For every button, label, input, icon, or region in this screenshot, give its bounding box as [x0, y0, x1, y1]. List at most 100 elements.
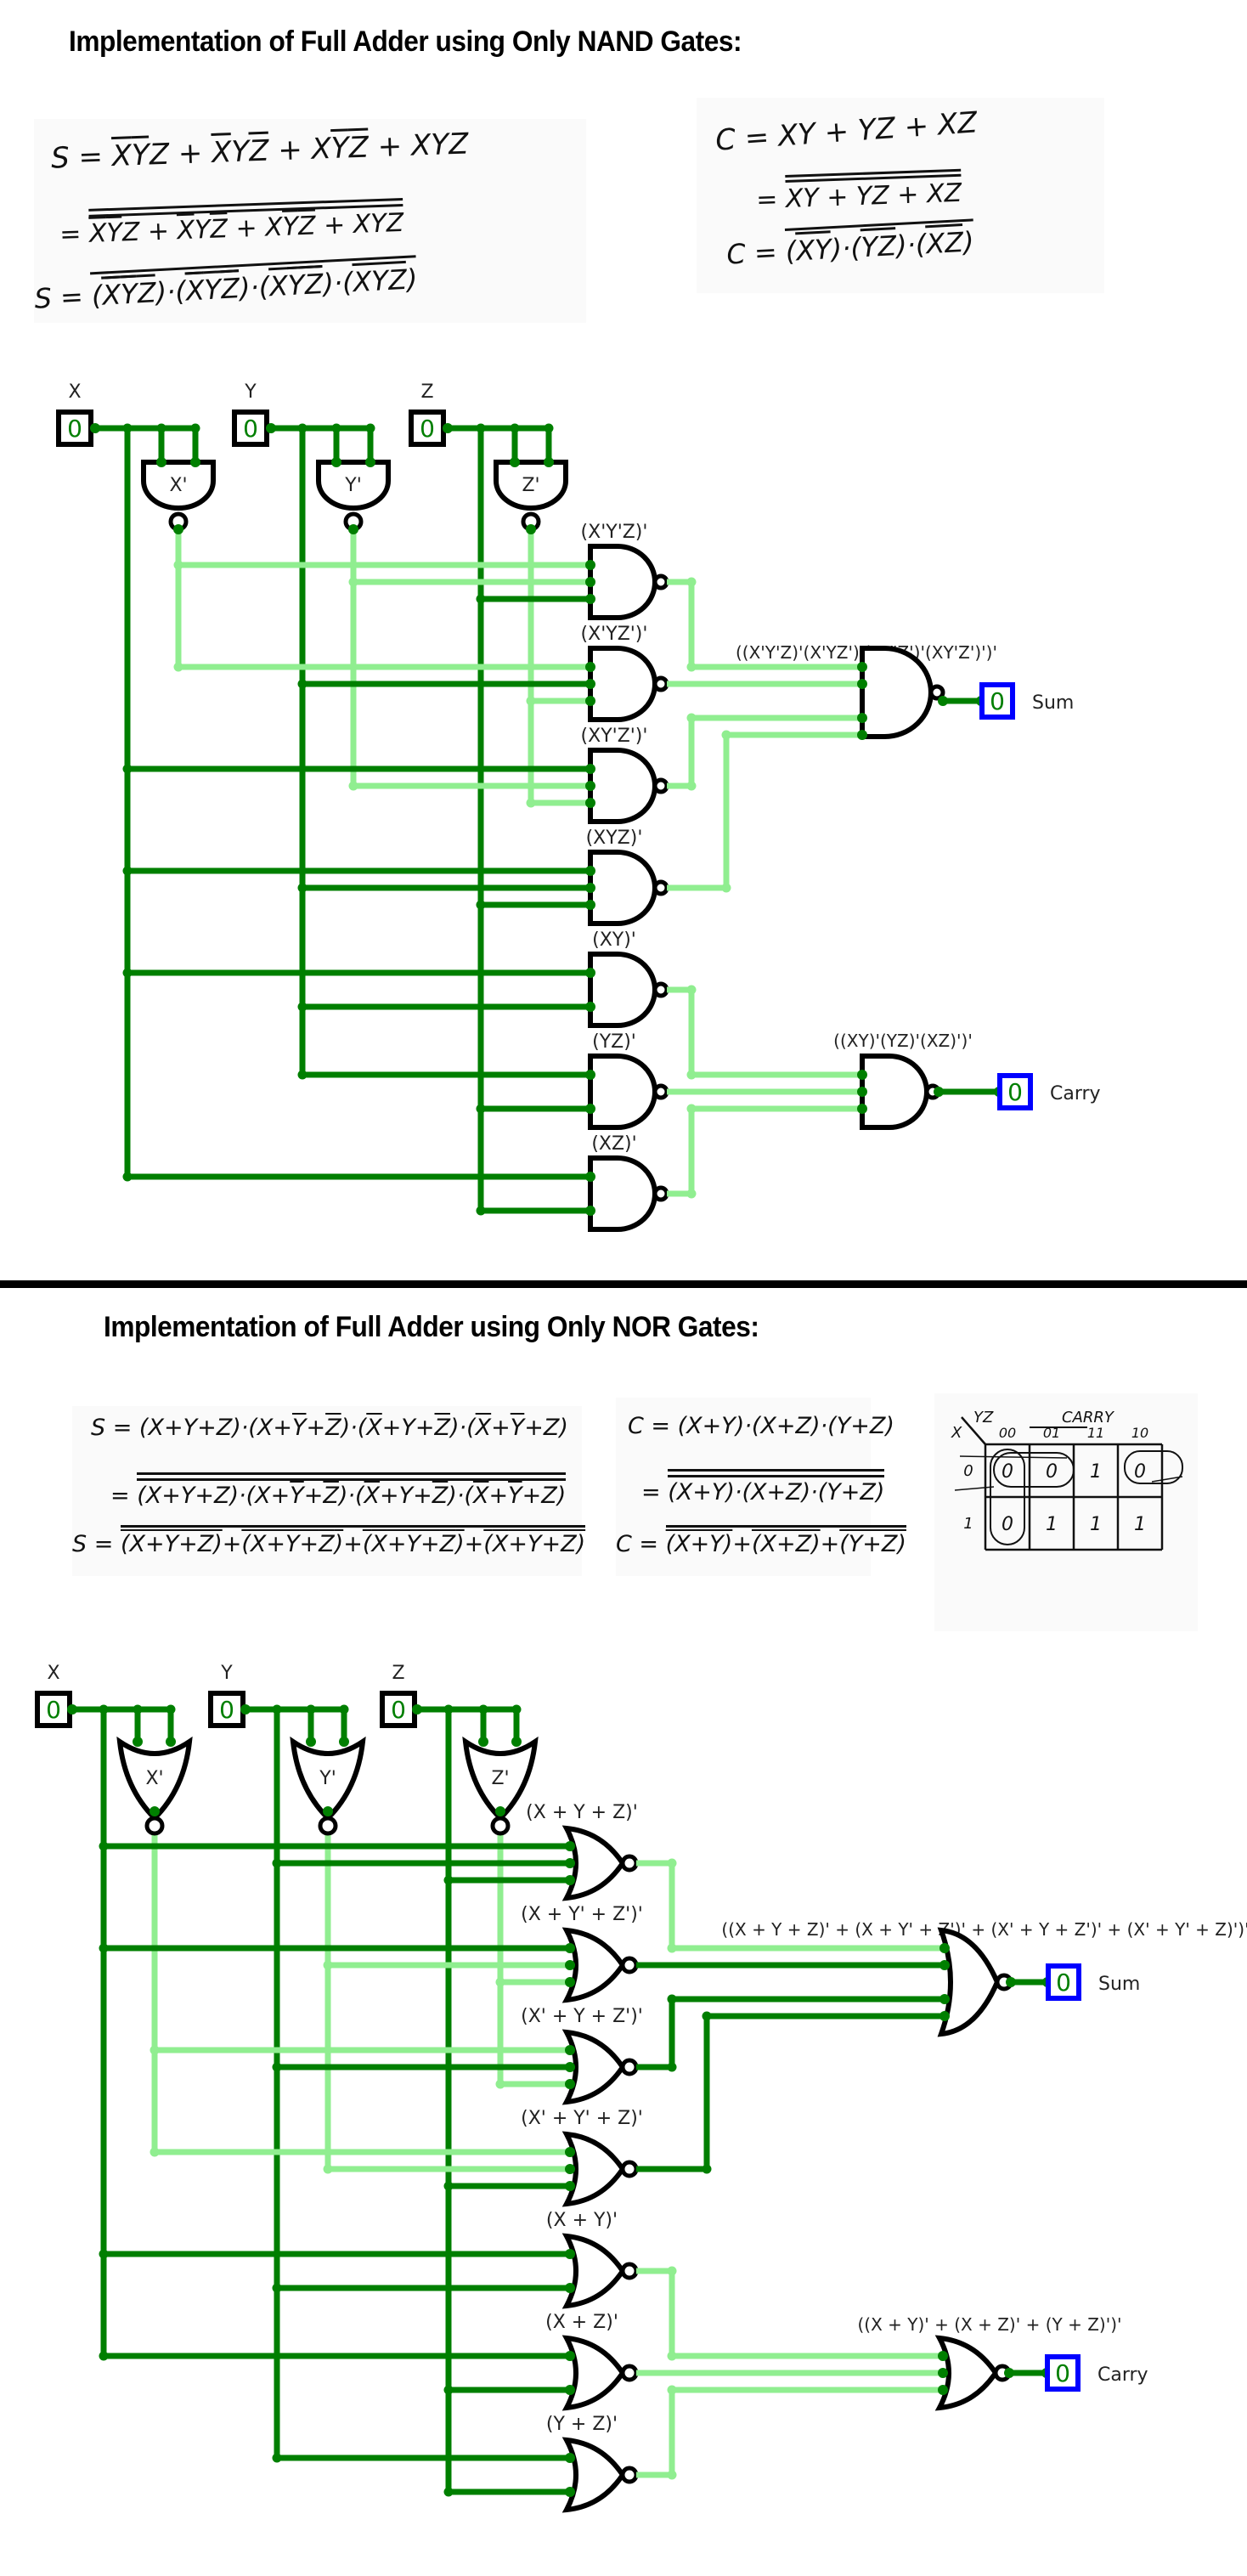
pin-dot — [585, 594, 595, 604]
nor-input-x[interactable]: X0 — [35, 1663, 72, 1728]
nor-sum-output-label: Sum — [1098, 1974, 1140, 1995]
kmap-cell: 1 — [1134, 1514, 1146, 1535]
nor-sum-equation-line-3: S = (X+Y+Z)+(X+Y+Z)+(X+Y+Z)+(X+Y+Z) — [72, 1525, 586, 1557]
kmap-group-mark — [1151, 1476, 1183, 1483]
inversion-bubble — [652, 1185, 669, 1202]
nor-gate — [561, 2029, 626, 2105]
kmap-corner-line — [961, 1416, 986, 1445]
wire-junction — [348, 577, 358, 587]
wire-junction — [702, 2164, 712, 2174]
wire-junction — [272, 2062, 282, 2072]
pin-dot — [585, 1206, 595, 1216]
pin-dot — [565, 1841, 575, 1851]
wire-junction — [526, 696, 536, 706]
wire-junction — [476, 1104, 486, 1114]
inversion-bubble — [620, 2364, 639, 2382]
pin-dot — [565, 1858, 575, 1868]
nand-input-z[interactable]: Z0 — [409, 381, 446, 447]
wire — [667, 732, 862, 891]
pin-dot — [565, 2385, 575, 2395]
nor-inverter-x-label: X' — [145, 1768, 163, 1789]
nor-input-x-label: X — [47, 1663, 59, 1684]
wire-junction — [272, 1858, 282, 1868]
wire-junction — [99, 1841, 109, 1851]
pin-dot — [585, 781, 595, 791]
pin-dot — [857, 1104, 867, 1114]
inversion-bubble — [620, 2466, 639, 2484]
nand-input-x[interactable]: X0 — [56, 381, 93, 447]
nand-input-x-value: 0 — [67, 415, 82, 443]
pin-dot — [565, 1977, 575, 1987]
wire-junction — [721, 883, 731, 893]
pin-dot — [190, 457, 200, 467]
pin-dot — [156, 457, 166, 467]
nand-gate — [588, 850, 657, 926]
wire — [636, 2268, 943, 2359]
wire-junction — [297, 679, 308, 689]
kmap-cell: 0 — [1002, 1514, 1013, 1535]
nor-sum-output-gate — [937, 1927, 1001, 2037]
pin-dot — [365, 457, 375, 467]
sum-output-gate-label: ((X + Y + Z)' + (X + Y' + Z')' + (X' + Y… — [721, 1919, 1247, 1940]
nand-input-y-value: 0 — [243, 415, 258, 443]
kmap-col-label: 01 — [1043, 1425, 1060, 1441]
nor-input-y[interactable]: Y0 — [208, 1663, 245, 1728]
wire-junction — [721, 730, 731, 740]
wire-junction — [173, 662, 183, 672]
pin-dot — [857, 713, 867, 723]
nand-gate-label: (XY'Z')' — [581, 726, 648, 747]
inversion-bubble — [620, 2160, 639, 2178]
pin-dot — [938, 2368, 948, 2378]
nand-gate — [588, 748, 657, 824]
nor-input-z[interactable]: Z0 — [380, 1663, 417, 1728]
nor-inverter-y-label: Y' — [319, 1768, 336, 1789]
nor-gate-label: (X' + Y' + Z)' — [521, 2108, 643, 2129]
nand-gate — [588, 952, 657, 1028]
nor-gate — [561, 2233, 626, 2309]
pin-dot — [857, 1087, 867, 1097]
wire-junction — [476, 1206, 486, 1216]
pin-dot — [565, 2351, 575, 2361]
pin-dot — [585, 560, 595, 570]
wire-junction — [443, 2181, 454, 2191]
pin-dot — [938, 2351, 948, 2361]
inversion-bubble — [620, 1956, 639, 1974]
nand-carry-output-box — [997, 1073, 1033, 1110]
pin-dot — [565, 1943, 575, 1953]
pin-dot — [585, 1070, 595, 1080]
pin-dot — [565, 2283, 575, 2293]
nor-sum-equation-panel: S = (X+Y+Z)·(X+Y+Z)·(X+Y+Z)·(X+Y+Z) = (X… — [72, 1406, 586, 1576]
kmap-col-label: 11 — [1087, 1425, 1104, 1441]
nor-input-z-label: Z — [392, 1663, 404, 1684]
wire-junction — [323, 1960, 333, 1970]
wire-junction — [686, 662, 697, 672]
wire-junction — [686, 1189, 697, 1199]
kmap-cell: 1 — [1090, 1461, 1102, 1483]
nor-carry-output-gate — [934, 2335, 999, 2411]
wire-junction — [297, 1002, 308, 1012]
pin-dot — [585, 1104, 595, 1114]
nor-gate-label: (X + Y' + Z')' — [521, 1904, 643, 1925]
nand-input-z-value: 0 — [420, 415, 435, 443]
wire-junction — [297, 1070, 308, 1080]
nor-inverter-x — [116, 1736, 193, 1822]
pin-dot — [857, 662, 867, 672]
pin-dot — [323, 1806, 333, 1816]
pin-dot — [938, 2385, 948, 2395]
wire — [667, 986, 862, 1078]
pin-dot — [585, 968, 595, 978]
kmap-row-var: X — [951, 1424, 962, 1442]
wire-junction — [122, 968, 133, 978]
pin-dot — [173, 524, 183, 534]
nand-sum-output-label: Sum — [1032, 692, 1074, 714]
pin-dot — [544, 457, 554, 467]
wire-junction — [667, 1943, 677, 1953]
pin-dot — [1006, 1977, 1016, 1987]
nand-input-y[interactable]: Y0 — [232, 381, 269, 447]
nand-carry-output-value: 0 — [1007, 1078, 1023, 1106]
nor-sum-equation-line-1: S = (X+Y+Z)·(X+Y+Z)·(X+Y+Z)·(X+Y+Z) — [91, 1415, 568, 1441]
wire-junction — [686, 577, 697, 587]
wire — [667, 715, 862, 789]
wire — [667, 1105, 862, 1197]
